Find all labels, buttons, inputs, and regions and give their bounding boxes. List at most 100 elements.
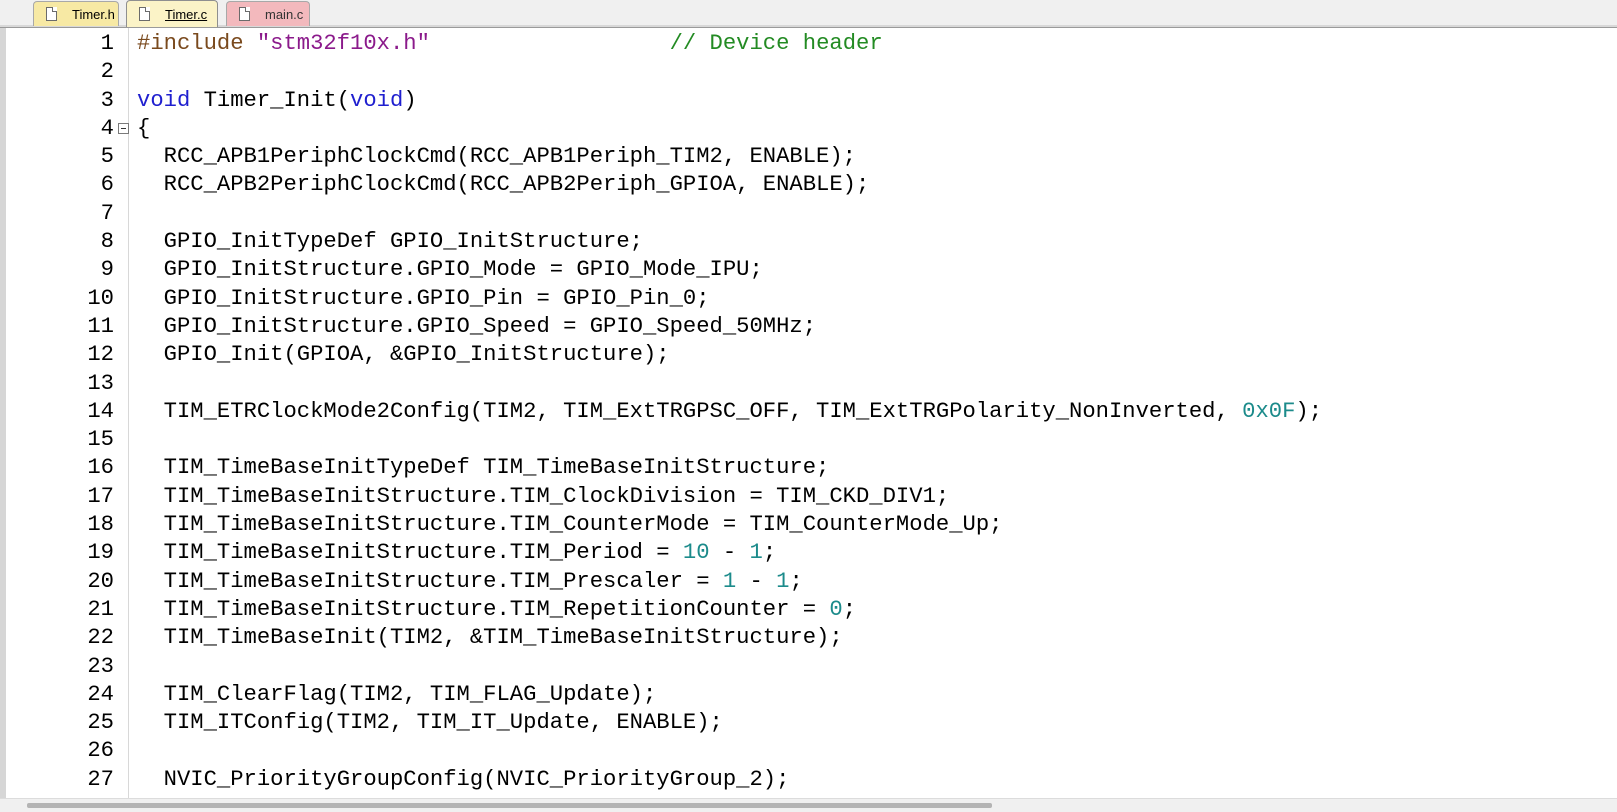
code-line[interactable]: 20 TIM_TimeBaseInitStructure.TIM_Prescal…	[0, 568, 1617, 596]
code-text-area[interactable]: 1 #include "stm32f10x.h" // Device header…	[0, 30, 1617, 794]
code-line[interactable]: 21 TIM_TimeBaseInitStructure.TIM_Repetit…	[0, 596, 1617, 624]
code-line[interactable]: 8 GPIO_InitTypeDef GPIO_InitStructure;	[0, 228, 1617, 256]
line-number: 2	[100, 59, 114, 85]
code-line[interactable]: 2	[0, 58, 1617, 86]
code-text: GPIO_InitTypeDef GPIO_InitStructure;	[137, 228, 643, 256]
code-token: NVIC_PriorityGroupConfig(NVIC_PriorityGr…	[137, 766, 790, 792]
code-line[interactable]: 18 TIM_TimeBaseInitStructure.TIM_Counter…	[0, 511, 1617, 539]
line-number: 23	[87, 653, 114, 679]
code-token: GPIO_InitStructure.GPIO_Pin = GPIO_Pin_0…	[137, 285, 710, 311]
tab-strip-divider	[0, 25, 1617, 27]
code-token: 10	[682, 540, 710, 566]
code-text: #include "stm32f10x.h" // Device header	[137, 30, 883, 58]
code-line[interactable]: 11 GPIO_InitStructure.GPIO_Speed = GPIO_…	[0, 313, 1617, 341]
code-token: );	[1295, 398, 1323, 424]
code-line[interactable]: 25 TIM_ITConfig(TIM2, TIM_IT_Update, ENA…	[0, 709, 1617, 737]
line-number: 26	[87, 738, 114, 764]
code-text: TIM_TimeBaseInit(TIM2, &TIM_TimeBaseInit…	[137, 624, 843, 652]
line-number: 3	[100, 87, 114, 113]
code-token: 1	[749, 540, 763, 566]
file-icon	[239, 7, 250, 21]
code-token: RCC_APB2PeriphClockCmd(RCC_APB2Periph_GP…	[137, 172, 870, 198]
code-line[interactable]: 10 GPIO_InitStructure.GPIO_Pin = GPIO_Pi…	[0, 285, 1617, 313]
code-line[interactable]: 22 TIM_TimeBaseInit(TIM2, &TIM_TimeBaseI…	[0, 624, 1617, 652]
line-number: 12	[87, 342, 114, 368]
code-token: GPIO_InitStructure.GPIO_Speed = GPIO_Spe…	[137, 313, 817, 339]
code-line[interactable]: 15	[0, 426, 1617, 454]
code-text: TIM_ETRClockMode2Config(TIM2, TIM_ExtTRG…	[137, 398, 1322, 426]
code-token: GPIO_InitStructure.GPIO_Mode = GPIO_Mode…	[137, 257, 763, 283]
line-number: 25	[87, 710, 114, 736]
code-token: 0	[829, 596, 843, 622]
code-editor[interactable]	[0, 28, 1617, 798]
code-text: TIM_TimeBaseInitStructure.TIM_CounterMod…	[137, 511, 1003, 539]
code-line[interactable]: 9 GPIO_InitStructure.GPIO_Mode = GPIO_Mo…	[0, 256, 1617, 284]
code-token: ;	[789, 568, 803, 594]
file-icon	[46, 7, 57, 21]
tab-label: main.c	[265, 6, 304, 22]
code-line[interactable]: 17 TIM_TimeBaseInitStructure.TIM_ClockDi…	[0, 483, 1617, 511]
fold-collapse-icon[interactable]	[118, 122, 129, 134]
code-line[interactable]: 3 void Timer_Init(void)	[0, 87, 1617, 115]
code-text: TIM_TimeBaseInitTypeDef TIM_TimeBaseInit…	[137, 454, 830, 482]
code-line[interactable]: 6 RCC_APB2PeriphClockCmd(RCC_APB2Periph_…	[0, 171, 1617, 199]
line-number: 8	[100, 229, 114, 255]
file-icon	[139, 7, 150, 21]
code-text: RCC_APB1PeriphClockCmd(RCC_APB1Periph_TI…	[137, 143, 856, 171]
code-token: TIM_ITConfig(TIM2, TIM_IT_Update, ENABLE…	[137, 710, 723, 736]
code-line[interactable]: 5 RCC_APB1PeriphClockCmd(RCC_APB1Periph_…	[0, 143, 1617, 171]
code-token: 0x0F	[1242, 398, 1296, 424]
code-line[interactable]: 23	[0, 653, 1617, 681]
code-line[interactable]: 19 TIM_TimeBaseInitStructure.TIM_Period …	[0, 539, 1617, 567]
code-text: TIM_TimeBaseInitStructure.TIM_ClockDivis…	[137, 483, 950, 511]
tab-label: Timer.c	[165, 6, 208, 22]
code-text: void Timer_Init(void)	[137, 87, 417, 115]
line-number: 19	[87, 540, 114, 566]
scrollbar-thumb[interactable]	[27, 803, 992, 808]
code-line[interactable]: 4{	[0, 115, 1617, 143]
code-token: ;	[842, 596, 857, 622]
code-line[interactable]: 26	[0, 737, 1617, 765]
line-number: 15	[87, 427, 114, 453]
line-number: 9	[100, 257, 114, 283]
code-text: GPIO_InitStructure.GPIO_Speed = GPIO_Spe…	[137, 313, 816, 341]
line-number: 1	[100, 31, 114, 56]
code-token: {	[137, 115, 151, 141]
line-number: 11	[87, 313, 114, 339]
line-number: 10	[87, 285, 114, 311]
code-line[interactable]: 7	[0, 200, 1617, 228]
tab-timer-h[interactable]: Timer.h	[33, 1, 119, 26]
code-token: TIM_TimeBaseInitStructure.TIM_Repetition…	[137, 596, 830, 622]
code-token: 1	[722, 568, 737, 594]
code-line[interactable]: 13	[0, 370, 1617, 398]
code-text: {	[137, 115, 150, 143]
code-token: GPIO_Init(GPIOA, &GPIO_InitStructure);	[137, 342, 670, 368]
tab-timer-c[interactable]: Timer.c	[126, 0, 218, 27]
line-number: 18	[87, 512, 114, 538]
line-number: 13	[87, 370, 114, 396]
code-token: -	[709, 540, 750, 566]
code-text: TIM_ITConfig(TIM2, TIM_IT_Update, ENABLE…	[137, 709, 723, 737]
horizontal-scrollbar[interactable]	[0, 798, 1617, 812]
code-line[interactable]: 12 GPIO_Init(GPIOA, &GPIO_InitStructure)…	[0, 341, 1617, 369]
line-number: 14	[87, 398, 114, 424]
line-number: 27	[87, 766, 114, 792]
code-token: TIM_TimeBaseInitStructure.TIM_Period =	[137, 540, 683, 566]
code-line[interactable]: 27 NVIC_PriorityGroupConfig(NVIC_Priorit…	[0, 766, 1617, 794]
code-text: GPIO_InitStructure.GPIO_Pin = GPIO_Pin_0…	[137, 285, 710, 313]
code-line[interactable]: 16 TIM_TimeBaseInitTypeDef TIM_TimeBaseI…	[0, 454, 1617, 482]
code-token: ;	[762, 540, 777, 566]
tab-main-c[interactable]: main.c	[226, 1, 310, 26]
code-text: NVIC_PriorityGroupConfig(NVIC_PriorityGr…	[137, 766, 790, 794]
code-token: TIM_ETRClockMode2Config(TIM2, TIM_ExtTRG…	[137, 398, 1243, 424]
code-text: GPIO_InitStructure.GPIO_Mode = GPIO_Mode…	[137, 256, 763, 284]
line-number: 5	[100, 144, 114, 170]
line-number: 20	[87, 568, 114, 594]
code-line[interactable]: 1 #include "stm32f10x.h" // Device header	[0, 30, 1617, 58]
code-text: TIM_TimeBaseInitStructure.TIM_Period = 1…	[137, 539, 777, 567]
code-text: GPIO_Init(GPIOA, &GPIO_InitStructure);	[137, 341, 670, 369]
line-number-gutter	[6, 28, 122, 798]
code-line[interactable]: 14 TIM_ETRClockMode2Config(TIM2, TIM_Ext…	[0, 398, 1617, 426]
code-token: #include	[137, 31, 257, 56]
code-line[interactable]: 24 TIM_ClearFlag(TIM2, TIM_FLAG_Update);	[0, 681, 1617, 709]
